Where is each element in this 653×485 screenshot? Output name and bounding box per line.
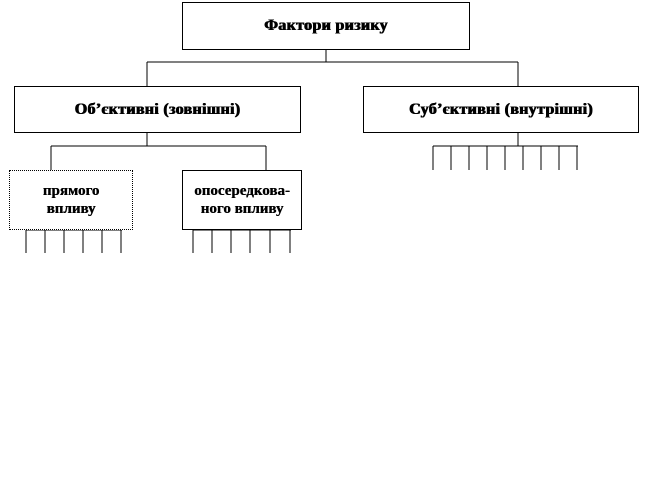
direct-comb-teeth [25,230,122,253]
subjective-label: Суб’єктивні (внутрішні) [409,100,593,118]
direct-box: прямого впливу [9,170,133,230]
subjective-box: Суб’єктивні (внутрішні) [363,86,639,133]
root-box: Фактори ризику [182,2,470,50]
root-label: Фактори ризику [264,17,388,34]
indirect-label-line2: ного впливу [200,201,284,217]
indirect-label-line1: опосередкова- [194,183,290,199]
objective-label: Об’єктивні (зовнішні) [74,100,241,118]
indirect-box: опосередкова- ного впливу [182,170,302,230]
objective-box: Об’єктивні (зовнішні) [14,86,301,133]
indirect-comb-teeth [192,230,291,253]
subjective-comb-teeth [432,146,578,170]
direct-label-line2: впливу [46,201,96,217]
direct-label-line1: прямого [42,183,100,199]
